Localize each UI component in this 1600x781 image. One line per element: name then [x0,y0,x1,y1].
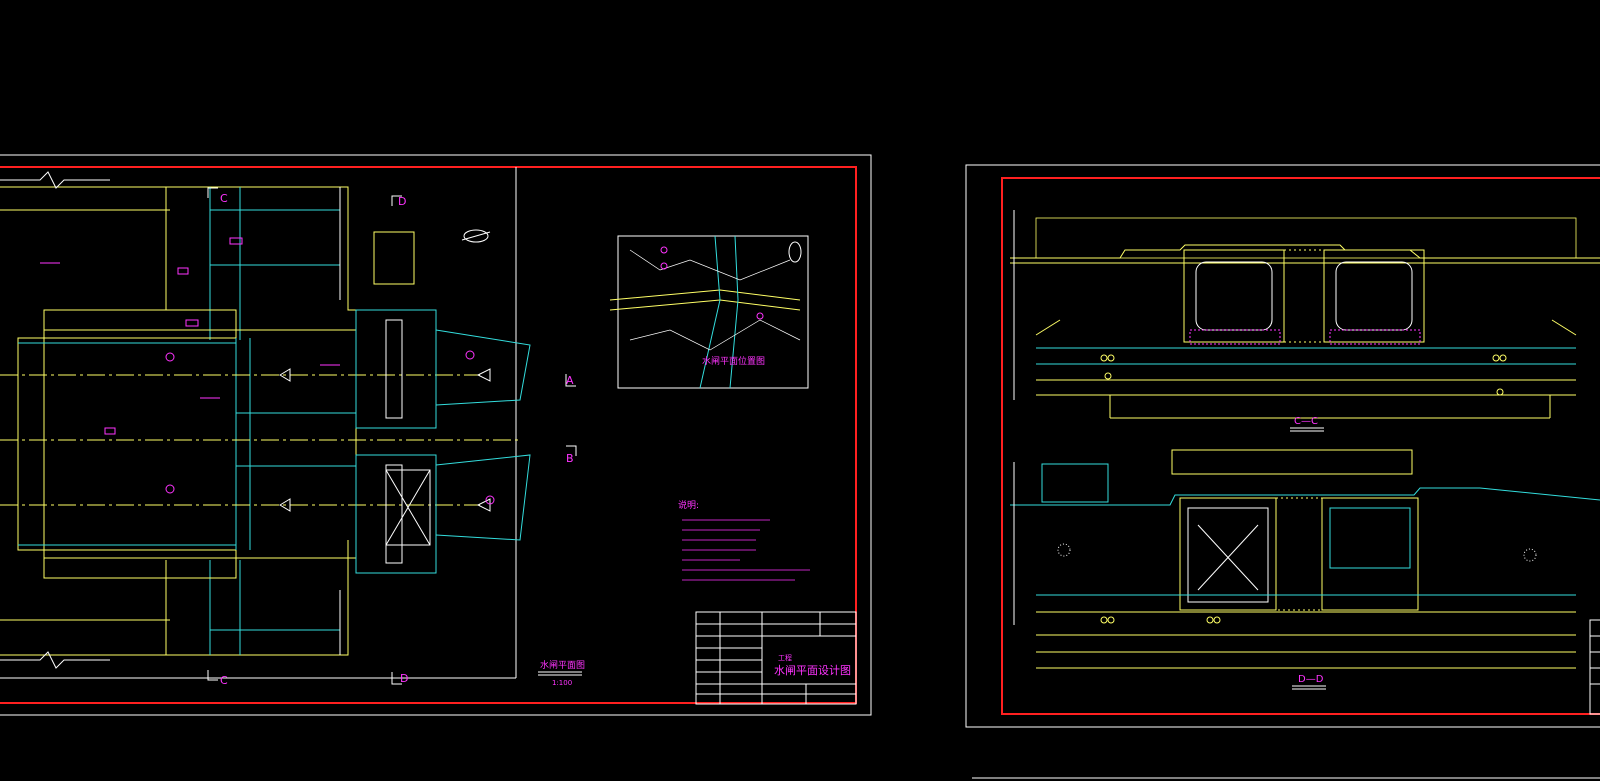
title-block: 工程 水闸平面设计图 [695,611,857,705]
inset-caption: 水闸平面位置图 [702,355,765,367]
section-marks-left: C D C D A B [207,187,577,687]
sheet-left-border [0,154,872,716]
plan-scale: 1:100 [552,679,572,687]
sheet-right-border [965,164,1600,728]
section-dd: D—D [1010,449,1600,690]
sheet-left: C D C D A B [0,154,872,716]
section-mark-b: B [566,452,574,465]
section-mark-c-top: C [220,192,228,205]
sheet-left-red-frame [0,166,857,704]
title-block-project: 工程 [778,653,792,662]
section-dd-caption: D—D [1298,674,1324,685]
section-mark-a: A [566,374,574,387]
section-mark-d-bottom: D [400,672,408,685]
notes-heading: 说明: [678,499,699,511]
section-cc-caption: C—C [1294,416,1318,427]
title-block-right-partial [1589,619,1600,715]
sheet-right: C—C D—D [965,164,1600,728]
section-cc: C—C [1010,210,1600,432]
title-block-drawing-title: 水闸平面设计图 [774,664,851,677]
sheet-right-red-frame [1001,177,1600,715]
section-mark-d-top: D [398,195,406,208]
north-arrow-icon [461,229,491,243]
notes-block: 说明: [678,499,810,581]
plan-view [0,171,531,669]
inset-location-map: 水闸平面位置图 [609,235,809,389]
plan-caption-group: 水闸平面图 1:100 [538,659,585,687]
plan-caption: 水闸平面图 [540,659,585,671]
section-mark-c-bottom: C [220,674,228,687]
